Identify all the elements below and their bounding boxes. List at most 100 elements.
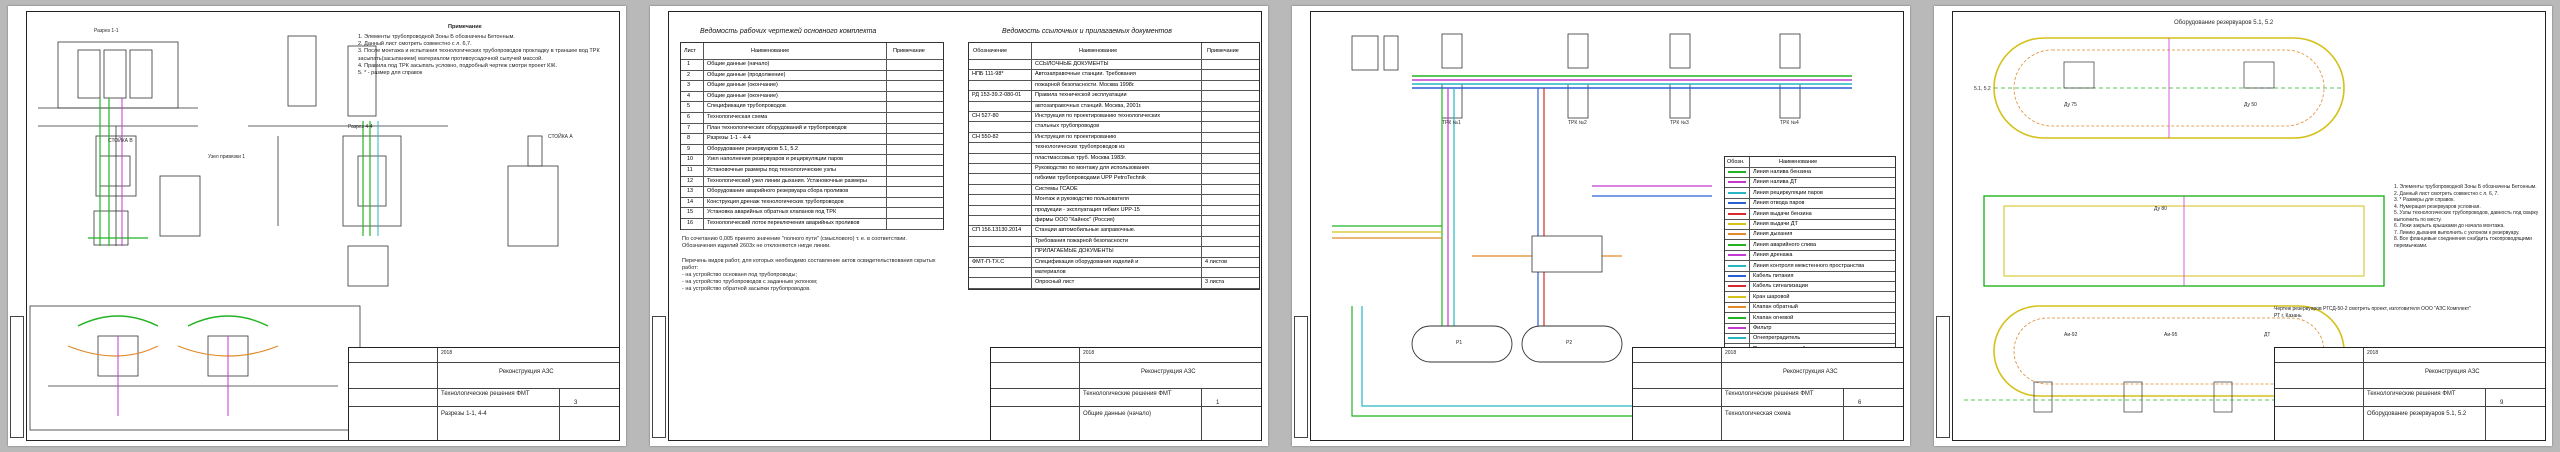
table-row: материалов [969, 267, 1259, 279]
side-stamp [10, 316, 24, 438]
legend-label: Линия выдачи ДТ [1753, 221, 1798, 227]
tb-stage: Технологические решения ФМТ [441, 391, 530, 397]
label-stand-a: СТОЙКА А [548, 134, 573, 140]
sheet-process-scheme: ТРК №1 ТРК №2 ТРК №3 ТРК №4 Р1 Р2 Обозн.… [1292, 6, 1910, 446]
mark-5: Аи-92 [2064, 332, 2078, 338]
table-cell: План технологических оборудований и труб… [707, 124, 847, 131]
table-row: Монтаж и руководство пользователя [969, 194, 1259, 206]
right-table-title: Ведомость ссылочных и прилагаемых докуме… [1002, 28, 1172, 35]
sheet-sections: Примечание 1. Элементы трубопроводной Зо… [8, 6, 626, 446]
table-cell: 9 [687, 145, 691, 152]
table-row: технологических трубопроводов из [969, 142, 1259, 154]
tb-project: Реконструкция АЗС [1141, 369, 1196, 375]
legend-label: Клапан обратный [1753, 304, 1798, 311]
table-row: гибкими трубопроводами UPP PetroTechnik [969, 173, 1259, 185]
legend-swatch [1728, 233, 1746, 236]
side-stamp [652, 316, 666, 438]
tb-code: 2018 [1725, 350, 1737, 356]
legend-label: Линия рециркуляции паров [1753, 189, 1823, 196]
title-block: 2018 Реконструкция АЗС Технологические р… [2274, 347, 2546, 441]
table-row: фирмы ООО "Кайнос" (Россия) [969, 215, 1259, 227]
legend-row: Фильтр [1725, 323, 1895, 334]
notes-text: 1. Элементы трубопроводной Зоны Б обозна… [358, 34, 600, 77]
table-header: Обозначение Наименование Примечание [969, 43, 1259, 60]
legend-label: Огнепреградитель [1753, 335, 1801, 342]
mark-4: ДТ [2264, 332, 2271, 338]
footnote: Чертеж резервуаров РГСД-50-2 смотреть пр… [2274, 306, 2471, 320]
drawing-frame [1952, 11, 2546, 441]
legend-label: Линия аварийного слива [1753, 241, 1816, 248]
legend-label: Линия налива ДТ [1753, 179, 1798, 186]
table-cell: Конструкция дренаж технологических трубо… [707, 198, 844, 205]
table-cell: Общие данные (продолжение) [707, 71, 786, 78]
table-cell: Правила технической эксплуатации [1035, 92, 1127, 99]
tb-code: 2018 [1083, 350, 1095, 356]
table-cell: Оборудование резервуаров 5.1, 5.2 [707, 145, 798, 152]
tb-sheet-title: Общие данные (начало) [1083, 411, 1152, 417]
table-cell: Опросный лист [1035, 279, 1075, 286]
table-cell: Спецификация оборудования изделий и [1035, 258, 1139, 265]
tb-stage: Технологические решения ФМТ [1725, 391, 1814, 397]
title-block: 2018 Реконструкция АЗС Технологические р… [990, 347, 1262, 441]
legend-row: Линия рециркуляции паров [1725, 188, 1895, 199]
tb-stage: Технологические решения ФМТ [1083, 391, 1172, 397]
legend-row: Линия аварийного слива [1725, 240, 1895, 251]
legend-swatch [1728, 316, 1746, 319]
legend-swatch [1728, 212, 1746, 215]
drawing-frame [26, 11, 620, 441]
legend-label: Линия контроля межстенного пространства [1753, 262, 1865, 269]
legend-label: Клапан огневой [1753, 314, 1794, 321]
table-cell: Технологическая схема [707, 114, 768, 120]
table-cell: ПРИЛАГАЕМЫЕ ДОКУМЕНТЫ [1035, 248, 1114, 255]
sheet-tank-equipment: Оборудование резервуаров 5.1, 5.2 5.1, 5… [1934, 6, 2552, 446]
table-cell: 7 [687, 124, 691, 131]
legend-swatch [1728, 295, 1746, 298]
table-cell: технологических трубопроводов из [1035, 144, 1125, 151]
table-cell: гибкими трубопроводами UPP PetroTechnik [1035, 175, 1146, 182]
legend-swatch [1728, 337, 1746, 340]
table-cell: Оборудование аварийного резервуара сбора… [707, 188, 849, 195]
legend-swatch [1728, 254, 1746, 257]
table-cell: 8 [687, 135, 691, 142]
table-row: пожарной безопасности. Москва 1998г. [969, 80, 1259, 92]
unit-1: ТРК №1 [1442, 120, 1461, 126]
legend-swatch [1728, 243, 1746, 246]
table-cell: материалов [1035, 269, 1066, 275]
legend-row: Линия выдачи ДТ [1725, 219, 1895, 230]
tb-sheet-no: 6 [1858, 400, 1862, 406]
left-table-title: Ведомость рабочих чертежей основного ком… [700, 28, 877, 35]
legend-swatch [1728, 264, 1746, 267]
sheet-general-data: Ведомость рабочих чертежей основного ком… [650, 6, 1268, 446]
tank-mark: 5.1, 5.2 [1974, 86, 1991, 92]
legend-label: Кабель питания [1753, 273, 1794, 279]
tb-project: Реконструкция АЗС [2425, 369, 2480, 375]
table-row: 7 План технологических оборудований и тру… [681, 123, 943, 135]
legend-swatch [1728, 285, 1746, 288]
side-stamp [1936, 316, 1950, 438]
table-cell: Общие данные (начало) [707, 61, 770, 67]
table-cell: Технологический лоток переключения авари… [707, 220, 860, 226]
legend-row: Огнепреградитель [1725, 333, 1895, 345]
table-row: Руководство по монтажу для использования [969, 163, 1259, 175]
table-cell: 5 [687, 103, 691, 110]
table-row: ПРИЛАГАЕМЫЕ ДОКУМЕНТЫ [969, 246, 1259, 258]
notes-text: 1. Элементы трубопроводной Зоны Б обозна… [2394, 184, 2539, 249]
table-row: Системы ГСАОЕ [969, 184, 1259, 196]
sheet-heading: Оборудование резервуаров 5.1, 5.2 [2174, 20, 2274, 26]
table-cell: Станции автомобильные заправочные. [1035, 227, 1136, 234]
legend-row: Линия контроля межстенного пространства [1725, 261, 1895, 272]
table-cell: стальных трубопроводов [1035, 123, 1100, 130]
legend-row: Клапан обратный [1725, 302, 1895, 314]
table-cell: Установочные размеры под технологические… [707, 167, 836, 173]
